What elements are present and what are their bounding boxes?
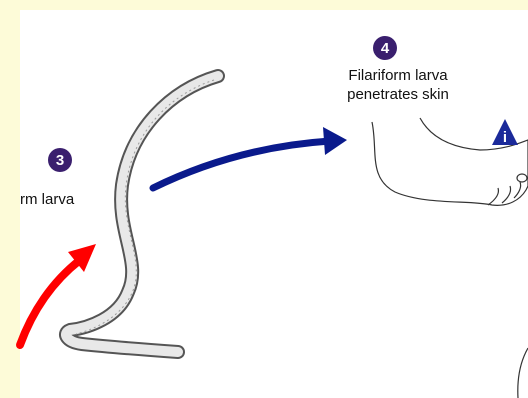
step-4-label-line2: penetrates skin: [336, 85, 460, 104]
step-4-label: Filariform larva penetrates skin: [336, 66, 460, 104]
step-4-label-line1: Filariform larva: [336, 66, 460, 85]
step-4-number: 4: [381, 40, 389, 57]
step-4-badge: 4: [373, 36, 397, 60]
step-3-number: 3: [56, 152, 64, 169]
warning-mark: i: [503, 129, 507, 146]
partial-outline: [518, 348, 528, 398]
blue-arrow: [153, 127, 347, 188]
larva-illustration: [66, 76, 218, 352]
step-3-badge: 3: [48, 148, 72, 172]
step-3-label: rm larva: [20, 190, 74, 209]
